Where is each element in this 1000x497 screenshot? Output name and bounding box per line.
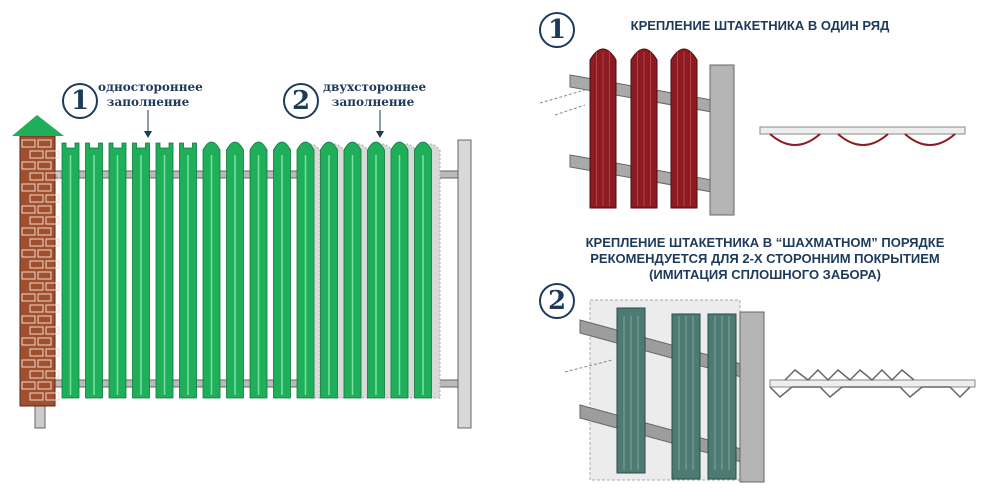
method-2-title-line3: (ИМИТАЦИЯ СПЛОШНОГО ЗАБОРА) [649, 267, 881, 282]
brick [45, 392, 60, 401]
brick [45, 150, 60, 159]
brick [37, 161, 52, 170]
screw-2 [554, 104, 586, 116]
brick [45, 172, 60, 181]
brick [29, 392, 44, 401]
brick [45, 194, 60, 203]
brick [37, 139, 52, 148]
post-2 [739, 311, 765, 483]
brick [45, 216, 60, 225]
section-picket-red [769, 133, 821, 146]
brick [45, 260, 60, 269]
post-1 [709, 64, 735, 216]
screw-1 [539, 89, 586, 104]
brick [29, 150, 44, 159]
variant-2-label-line2: заполнение [331, 95, 415, 109]
method-2-number: 2 [539, 283, 575, 319]
brick [37, 359, 52, 368]
pointer-arrowhead-1 [144, 131, 152, 138]
section-zigzag-top [784, 368, 915, 382]
brick [45, 304, 60, 313]
brick [29, 326, 44, 335]
brick [37, 337, 52, 346]
brick [45, 282, 60, 291]
brick [37, 271, 52, 280]
brick [29, 282, 44, 291]
variant-2-label-line1: двухстороннее [323, 80, 427, 94]
brick [21, 161, 36, 170]
brick [29, 304, 44, 313]
pointer-arrowhead-2 [376, 131, 384, 138]
brick [37, 381, 52, 390]
brick [45, 348, 60, 357]
brick [29, 194, 44, 203]
brick [29, 172, 44, 181]
brick [21, 183, 36, 192]
brick [45, 370, 60, 379]
brick [21, 271, 36, 280]
brick [37, 249, 52, 258]
section-zigzag-bottom [769, 386, 971, 399]
method-2-title: КРЕПЛЕНИЕ ШТАКЕТНИКА В “ШАХМАТНОМ” ПОРЯД… [545, 235, 985, 283]
method-2-title-line2: РЕКОМЕНДУЕТСЯ ДЛЯ 2-Х СТОРОННИМ ПОКРЫТИЕ… [590, 251, 940, 266]
brick [21, 381, 36, 390]
screw-3 [564, 359, 613, 373]
brick [29, 370, 44, 379]
brick [37, 205, 52, 214]
brick [37, 315, 52, 324]
brick [29, 216, 44, 225]
brick [21, 293, 36, 302]
variant-1-label-line1: одностороннее [98, 80, 203, 94]
brick [45, 326, 60, 335]
brick [21, 205, 36, 214]
brick [37, 293, 52, 302]
brick [29, 260, 44, 269]
brick [21, 359, 36, 368]
pillar-cap-arrow [12, 115, 64, 136]
section-rail-1 [759, 126, 966, 135]
brick [21, 337, 36, 346]
metal-post [457, 139, 472, 429]
section-picket-red [904, 133, 956, 146]
brick [45, 238, 60, 247]
brick [21, 227, 36, 236]
variant-1-label: одностороннее заполнение [98, 80, 203, 110]
brick [21, 249, 36, 258]
method-1-title: КРЕПЛЕНИЕ ШТАКЕТНИКА В ОДИН РЯД [630, 18, 890, 33]
method-1-number: 1 [539, 12, 575, 48]
brick [21, 139, 36, 148]
brick [21, 315, 36, 324]
brick [29, 348, 44, 357]
brick [37, 183, 52, 192]
variant-2-label: двухстороннее заполнение [323, 80, 427, 110]
brick [29, 238, 44, 247]
section-picket-red [837, 133, 889, 146]
method-2-title-line1: КРЕПЛЕНИЕ ШТАКЕТНИКА В “ШАХМАТНОМ” ПОРЯД… [585, 235, 945, 250]
variant-1-label-line2: заполнение [106, 95, 190, 109]
section-rail-2 [769, 379, 976, 388]
variant-2-number: 2 [283, 83, 319, 119]
variant-1-number: 1 [62, 83, 98, 119]
brick [37, 227, 52, 236]
